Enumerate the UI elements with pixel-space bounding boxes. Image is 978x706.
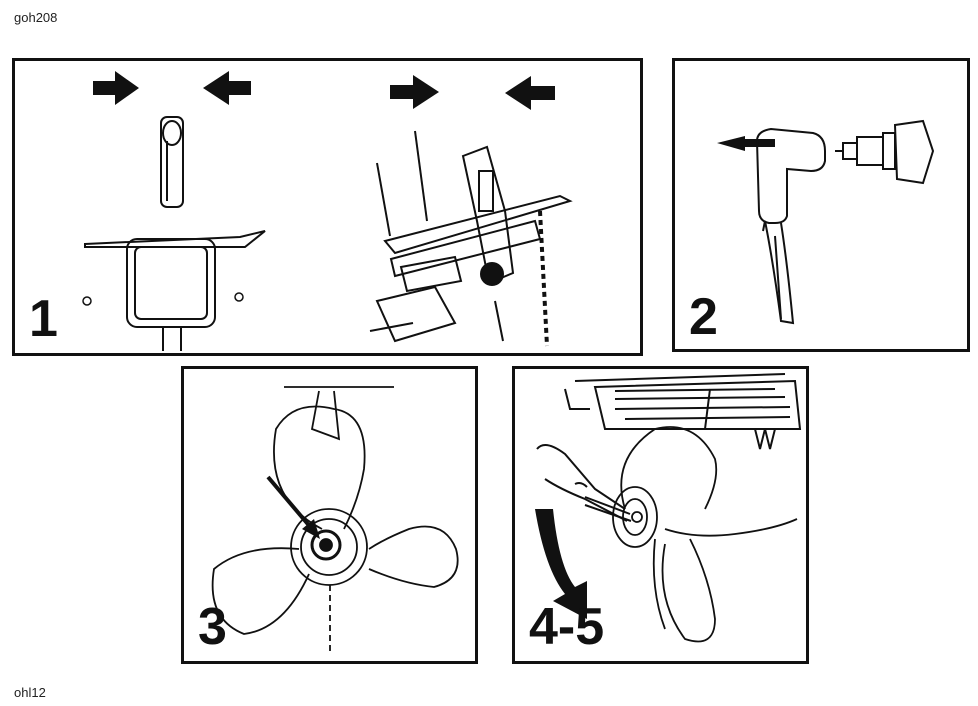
shift-linkage (369, 130, 573, 347)
wooden-block (564, 373, 802, 450)
pointer-arrow-icon (266, 475, 320, 539)
rotation-arrow-icon (535, 509, 587, 619)
propeller-icon (612, 426, 798, 643)
step-2-panel: 2 (672, 58, 970, 352)
step-4-5-panel: 4-5 (512, 366, 809, 664)
step-4-5-illustration (535, 373, 802, 643)
propeller-icon (211, 386, 459, 654)
figure-code-top: goh208 (14, 10, 58, 25)
screw-icon (234, 292, 244, 302)
remote-control-lever (84, 116, 266, 351)
figure-code-bottom: ohl12 (14, 685, 46, 700)
arrow-left-icon (203, 71, 251, 105)
step-3-illustration (211, 386, 459, 654)
step-number: 3 (198, 598, 227, 656)
step-3-panel: 3 (181, 366, 478, 664)
step-number: 2 (689, 288, 718, 346)
step-number: 4-5 (529, 598, 605, 656)
arrow-right-icon (390, 75, 439, 109)
step-1-illustration (82, 71, 573, 351)
screw-icon (82, 296, 92, 306)
spark-plug-cap (755, 127, 826, 325)
arrow-left-icon (505, 76, 555, 110)
spark-plug-icon (835, 119, 935, 185)
arrow-right-icon (93, 71, 139, 105)
wrench-hand (536, 444, 632, 522)
step-number: 1 (29, 290, 58, 348)
step-1-panel: 1 (12, 58, 643, 356)
arrow-left-icon (717, 136, 775, 151)
step-2-illustration (717, 119, 935, 325)
